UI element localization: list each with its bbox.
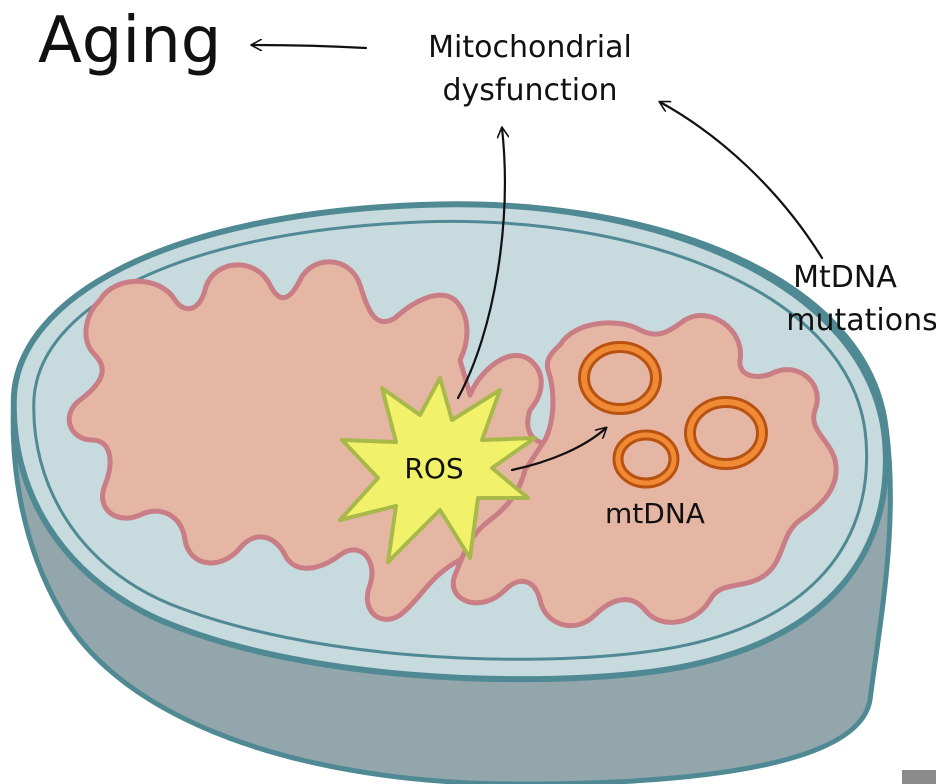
label-mtdna: mtDNA (605, 497, 705, 530)
label-dysfunction: dysfunction (443, 73, 618, 108)
label-mutations: mutations (786, 303, 936, 338)
arrow-to-aging (252, 45, 368, 48)
corner-block (902, 770, 936, 784)
mtdna-ring-icon (615, 432, 677, 486)
arrow-ros-to-dysfunction (456, 128, 505, 400)
label-mitochondrial: Mitochondrial (428, 30, 632, 65)
label-ros: ROS (404, 452, 463, 485)
cristae-right (450, 313, 839, 629)
mtdna-ring-icon (687, 399, 765, 467)
ros-star-icon (338, 376, 537, 564)
arrow-ros-to-mtdna (510, 428, 606, 472)
title-aging: Aging (38, 4, 221, 78)
arrow-mutations-to-dysfunction (660, 102, 824, 260)
mtdna-rings (578, 341, 768, 489)
mtdna-ring-icon (581, 344, 659, 412)
arrows (252, 45, 824, 472)
label-mtdna-title: MtDNA (793, 260, 897, 295)
